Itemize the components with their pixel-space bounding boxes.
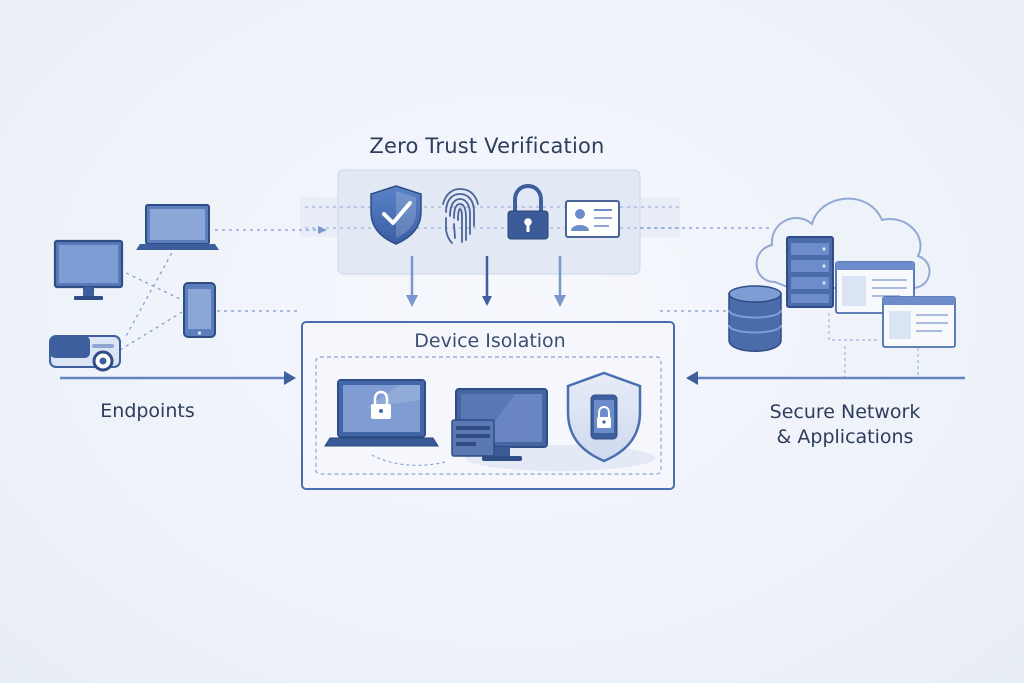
database-icon bbox=[728, 285, 782, 352]
fingerprint-icon bbox=[442, 188, 479, 244]
browser-window-icon bbox=[835, 261, 915, 314]
browser-window-icon-secondary bbox=[882, 296, 956, 348]
isolation-link-curve bbox=[371, 454, 446, 466]
secure-network-title-line1: Secure Network bbox=[769, 401, 921, 423]
secure-network-title: Secure Network & Applications bbox=[730, 400, 960, 450]
desktop-icon bbox=[451, 388, 548, 461]
shield-check-icon bbox=[370, 185, 422, 245]
endpoints-title: Endpoints bbox=[100, 400, 195, 422]
endpoint-connectors bbox=[119, 227, 770, 351]
network-arrow bbox=[686, 371, 965, 385]
verification-down-arrows bbox=[406, 256, 566, 307]
projector-icon bbox=[49, 335, 121, 372]
endpoints-arrow bbox=[60, 371, 296, 385]
id-card-icon bbox=[565, 200, 620, 238]
laptop-icon bbox=[136, 204, 219, 250]
endpoint-arrowhead-right bbox=[318, 226, 327, 234]
shield-phone-icon bbox=[566, 371, 642, 463]
padlock-icon bbox=[507, 183, 549, 240]
secure-network-title-line2: & Applications bbox=[776, 426, 914, 448]
phone-icon bbox=[183, 282, 216, 338]
laptop-lock-icon bbox=[324, 379, 439, 447]
verification-band bbox=[300, 169, 680, 275]
device-isolation-title: Device Isolation bbox=[414, 330, 566, 352]
server-icon bbox=[786, 236, 834, 308]
zero-trust-title: Zero Trust Verification bbox=[369, 134, 605, 158]
monitor-icon bbox=[53, 239, 124, 300]
